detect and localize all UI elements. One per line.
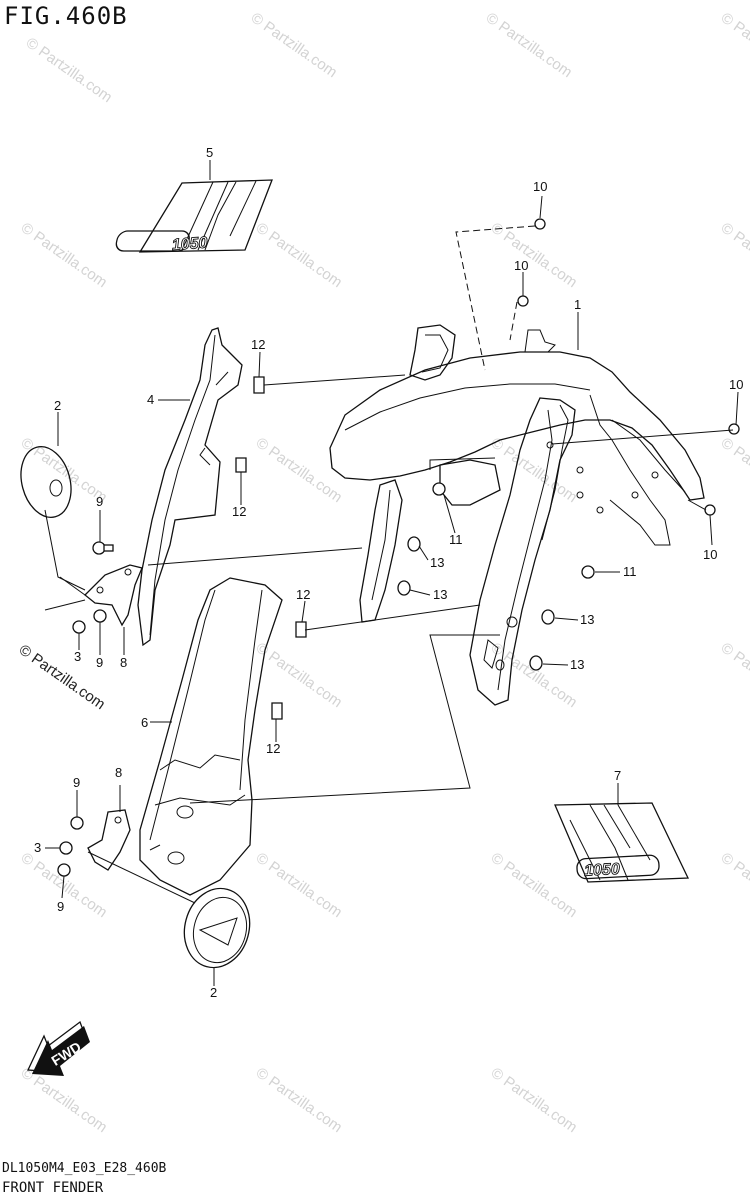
figure-caption: FRONT FENDER [2,1180,104,1196]
callout-9: 9 [96,494,103,509]
part-2-reflector-upper [20,412,72,518]
callout-9: 9 [73,775,80,790]
callout-11: 11 [623,564,637,579]
part-8-bracket-upper [84,564,143,655]
callout-8: 8 [115,765,122,780]
callout-9: 9 [57,899,64,914]
part-6-side-panel [139,577,283,896]
watermark: © Partzilla.com [488,1064,581,1136]
part-8-bracket-lower [87,785,131,871]
watermark: © Partzilla.com [718,434,750,506]
callout-10: 10 [729,377,743,392]
callout-11: 11 [449,532,463,547]
watermark: © Partzilla.com [488,219,581,291]
drawing-code: DL1050M4_E03_E28_460B [2,1161,167,1176]
callout-2: 2 [54,398,61,413]
watermark: © Partzilla.com [718,9,750,81]
callout-9: 9 [96,655,103,670]
callout-13: 13 [433,587,447,602]
watermark: © Partzilla.com [253,1064,346,1136]
callout-10: 10 [703,547,717,562]
watermark: © Partzilla.com [18,219,111,291]
watermark: © Partzilla.com [718,849,750,921]
watermark: © Partzilla.com [23,34,116,106]
watermark: © Partzilla.com [488,639,581,711]
callout-numbers: 1 2 2 3 3 4 5 6 7 8 8 9 9 9 9 10 10 10 1… [34,145,743,1000]
watermark: © Partzilla.com [718,639,750,711]
decal-5050-text: 1050 [171,234,208,253]
callout-10: 10 [533,179,547,194]
decal-7-text: 1050 [584,861,621,880]
part-2-reflector-lower [183,887,251,986]
watermark: © Partzilla.com [718,219,750,291]
watermark: © Partzilla.com [253,639,346,711]
callout-12: 12 [296,587,310,602]
callout-8: 8 [120,655,127,670]
watermark: © Partzilla.com [253,219,346,291]
part-7-decal: 1050 [554,783,690,883]
callout-12: 12 [232,504,246,519]
reference-lines [44,225,734,904]
watermark-layer: © Partzilla.com © Partzilla.com © Partzi… [16,9,750,1136]
callout-5: 5 [206,145,213,160]
fwd-arrow-icon: FWD [27,1020,90,1076]
left-fork-stay [359,324,501,623]
callout-13: 13 [580,612,594,627]
part-1-front-fender [329,312,705,546]
leaders [45,195,739,899]
watermark-main: © Partzilla.com [16,641,109,713]
callout-12: 12 [266,741,280,756]
hardware [57,218,740,877]
callout-1: 1 [574,297,581,312]
part-5-decal: 1050 [115,160,273,254]
watermark: © Partzilla.com [488,434,581,506]
callout-3: 3 [34,840,41,855]
watermark: © Partzilla.com [18,1064,111,1136]
callout-3: 3 [74,649,81,664]
callout-7: 7 [614,768,621,783]
figure-title: FIG.460B [4,2,128,30]
watermark: © Partzilla.com [248,9,341,81]
part-4-side-panel [137,327,243,647]
callout-2: 2 [210,985,217,1000]
watermark: © Partzilla.com [483,9,576,81]
callout-6: 6 [141,715,148,730]
watermark: © Partzilla.com [488,849,581,921]
callout-10: 10 [514,258,528,273]
callout-13: 13 [570,657,584,672]
callout-4: 4 [147,392,154,407]
watermark: © Partzilla.com [253,849,346,921]
callout-12: 12 [251,337,265,352]
right-fork-stay [469,397,576,706]
callout-13: 13 [430,555,444,570]
